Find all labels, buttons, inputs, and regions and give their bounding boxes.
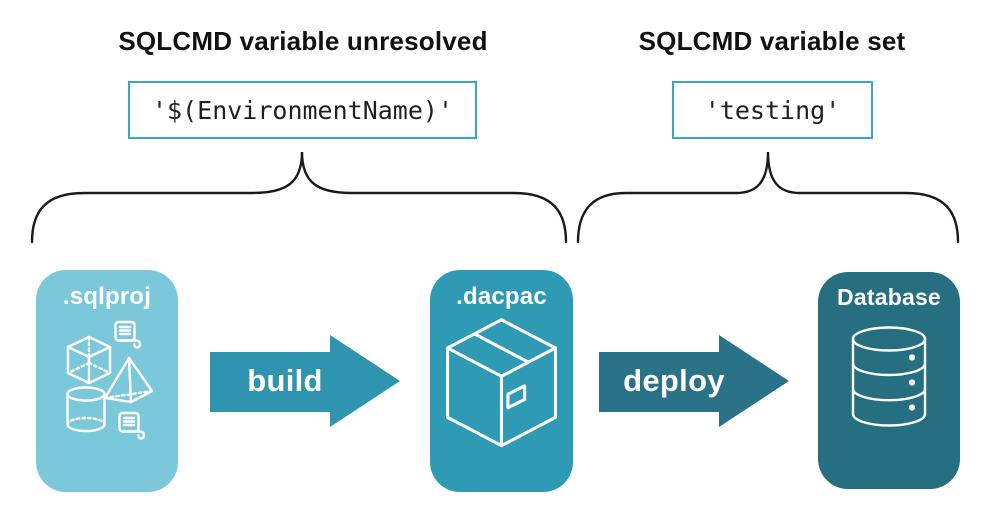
pyramid-icon [103, 356, 154, 404]
code-value-unresolved: '$(EnvironmentName)' [151, 95, 454, 125]
build-arrow: build [210, 335, 402, 429]
build-arrow-label: build [247, 363, 323, 398]
database-card: Database [818, 272, 960, 489]
sql-objects-icon [66, 320, 154, 440]
deploy-arrow: deploy [599, 335, 791, 429]
right-brace [576, 151, 960, 244]
sqlproj-card-label: .sqlproj [62, 283, 152, 310]
script-scroll-icon [118, 411, 146, 440]
code-box-set: 'testing' [672, 81, 873, 139]
code-value-set: 'testing' [704, 95, 841, 125]
dacpac-card: .dacpac [430, 270, 573, 492]
arrow-shape [599, 335, 789, 427]
arrow-shape [210, 335, 400, 427]
left-brace [30, 151, 568, 244]
heading-variable-unresolved: SQLCMD variable unresolved [118, 26, 488, 56]
cube-icon [66, 335, 112, 385]
database-card-label: Database [837, 284, 941, 310]
cylinder-icon [66, 386, 106, 433]
code-box-unresolved: '$(EnvironmentName)' [128, 81, 477, 139]
heading-variable-set: SQLCMD variable set [638, 26, 906, 56]
dacpac-card-label: .dacpac [456, 283, 547, 310]
database-cylinder-icon [851, 326, 927, 427]
braces-graphic [30, 151, 960, 244]
sqlproj-card: .sqlproj [36, 270, 178, 492]
deploy-arrow-label: deploy [623, 363, 725, 398]
script-scroll-icon [114, 320, 142, 349]
package-box-icon [446, 318, 557, 448]
